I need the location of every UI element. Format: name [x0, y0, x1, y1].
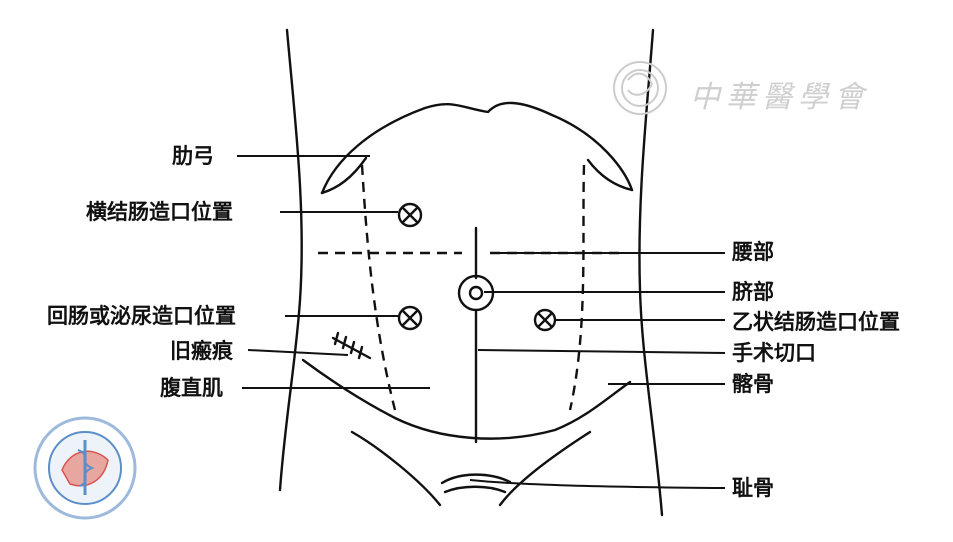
label-surgical-incision: 手术切口: [732, 341, 816, 365]
label-transverse-colostomy: 横结肠造口位置: [86, 200, 233, 224]
stoma-sigmoid: [533, 308, 557, 332]
label-iliac-bone: 髂骨: [732, 372, 774, 396]
label-ileostomy-urostomy: 回肠或泌尿造口位置: [47, 304, 236, 328]
pubic-contour: [440, 473, 512, 485]
left-rectus-border: [360, 164, 397, 411]
label-old-scar: 旧瘢痕: [170, 339, 233, 363]
stoma-transverse: [397, 202, 423, 228]
leader-lines: [237, 155, 726, 489]
left-thigh-line: [350, 430, 442, 507]
leader-pubis: [469, 479, 726, 489]
old-scar-mark: [331, 331, 372, 360]
right-rectus-border: [568, 164, 586, 411]
right-thigh-line: [498, 430, 592, 507]
leader-old-scar: [247, 349, 349, 356]
right-costal-margin: [586, 158, 634, 192]
label-sigmoid-colostomy: 乙状结肠造口位置: [732, 310, 900, 334]
leader-incision: [477, 349, 726, 354]
left-costal-margin: [320, 156, 368, 195]
watermark-text: 中華醫學會: [690, 80, 870, 115]
pubic-contour-2: [443, 485, 507, 494]
watermark-seal-icon: [613, 61, 667, 115]
label-pubis: 耻骨: [732, 476, 774, 500]
label-rectus-abdominis: 腹直肌: [160, 376, 223, 400]
label-costal-arch: 肋弓: [172, 144, 214, 168]
umbilicus-center: [468, 285, 484, 301]
stoma-ileostomy: [397, 305, 423, 331]
label-umbilicus: 脐部: [732, 280, 774, 304]
label-waist: 腰部: [732, 240, 774, 264]
cma-logo-icon: [33, 416, 137, 520]
lower-abdomen-curve: [301, 358, 632, 440]
rib-cage-contour: [320, 101, 634, 195]
left-body-contour: [278, 28, 303, 492]
